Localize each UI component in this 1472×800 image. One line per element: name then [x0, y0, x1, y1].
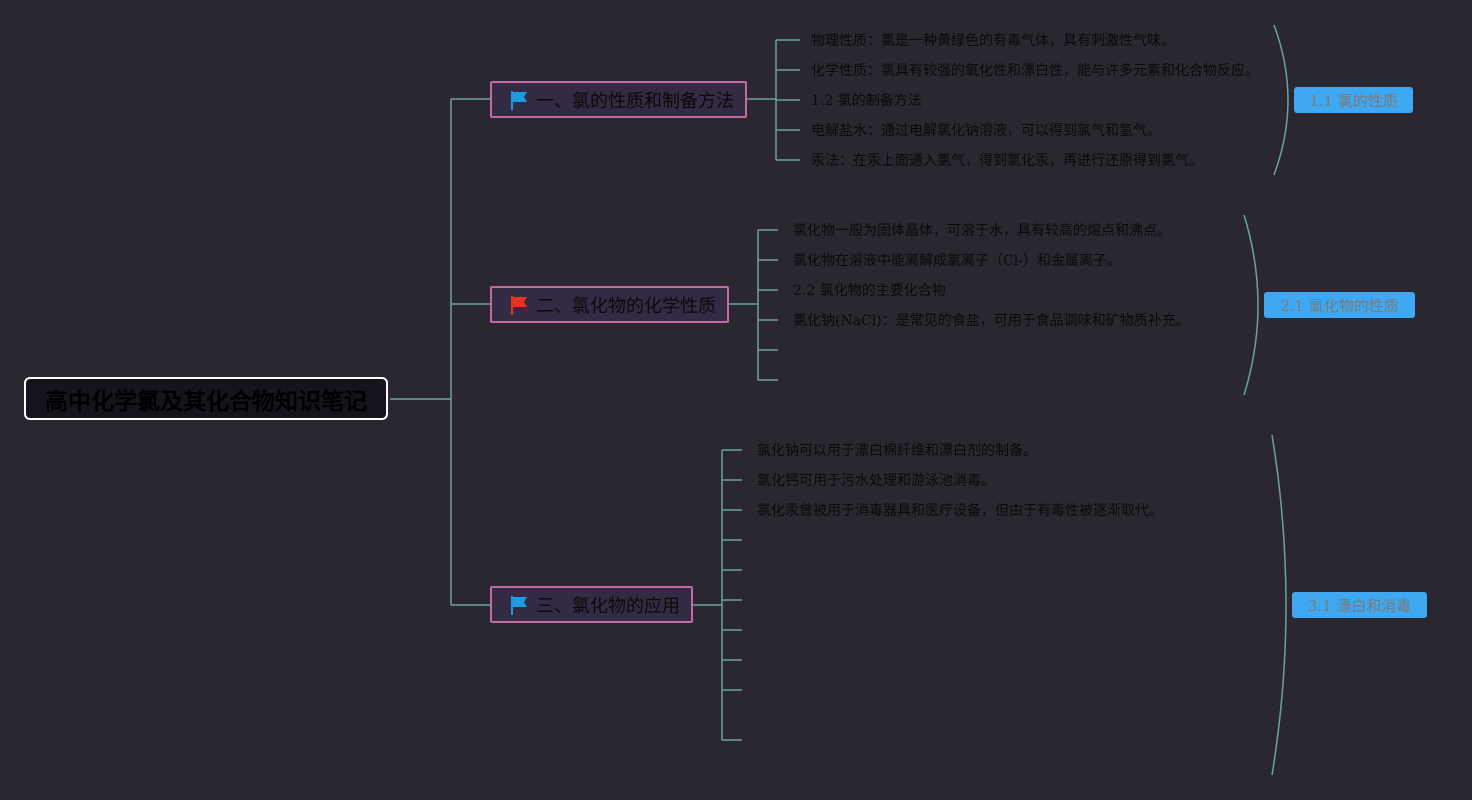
red-flag-icon — [511, 295, 527, 315]
branch-topic-1[interactable]: 一、氯的性质和制备方法 — [490, 81, 747, 118]
leaf-topic[interactable]: 2.2 氯化物的主要化合物 — [793, 283, 946, 299]
branch-topic-label: 一、氯的性质和制备方法 — [536, 90, 734, 112]
leaf-topic[interactable]: 氯化钠(NaCl)：是常见的食盐，可用于食品调味和矿物质补充。 — [793, 313, 1190, 329]
summary-tag-label: 3.1 漂白和消毒 — [1307, 596, 1412, 615]
summary-tag-label: 2.1 氯化物的性质 — [1280, 296, 1399, 315]
summary-brace — [1271, 434, 1287, 776]
summary-brace — [1273, 24, 1289, 176]
leaf-topic[interactable]: 氯化物一般为固体晶体，可溶于水，具有较高的熔点和沸点。 — [793, 223, 1171, 239]
branch-topic-2[interactable]: 二、氯化物的化学性质 — [490, 286, 729, 323]
leaf-topic[interactable]: 物理性质：氯是一种黄绿色的有毒气体，具有刺激性气味。 — [811, 33, 1175, 49]
blue-flag-icon — [511, 90, 527, 110]
leaf-topic[interactable]: 氯化物在溶液中能离解成氯离子（Cl-）和金属离子。 — [793, 253, 1121, 269]
summary-tag[interactable]: 3.1 漂白和消毒 — [1292, 592, 1427, 618]
leaf-topic[interactable]: 电解盐水：通过电解氯化钠溶液，可以得到氯气和氢气。 — [811, 123, 1161, 139]
summary-tag[interactable]: 1.1 氯的性质 — [1294, 87, 1413, 113]
root-topic-label: 高中化学氯及其化合物知识笔记 — [45, 388, 367, 415]
blue-flag-icon — [511, 595, 527, 615]
summary-tag[interactable]: 2.1 氯化物的性质 — [1264, 292, 1415, 318]
leaf-topic[interactable]: 氯化汞曾被用于消毒器具和医疗设备，但由于有毒性被逐渐取代。 — [757, 503, 1163, 519]
leaf-topic[interactable]: 1.2 氯的制备方法 — [811, 93, 922, 109]
leaf-topic[interactable]: 化学性质：氯具有较强的氧化性和漂白性，能与许多元素和化合物反应。 — [811, 63, 1259, 79]
leaf-topic[interactable]: 氯化钠可以用于漂白棉纤维和漂白剂的制备。 — [757, 443, 1037, 459]
branch-topic-3[interactable]: 三、氯化物的应用 — [490, 586, 693, 623]
summary-tag-label: 1.1 氯的性质 — [1309, 91, 1398, 110]
summary-brace — [1243, 214, 1259, 396]
leaf-topic[interactable]: 氯化钙可用于污水处理和游泳池消毒。 — [757, 473, 995, 489]
leaf-topic[interactable]: 汞法：在汞上面通入氯气，得到氯化汞，再进行还原得到氯气。 — [811, 153, 1203, 169]
branch-topic-label: 二、氯化物的化学性质 — [536, 295, 716, 317]
root-topic[interactable]: 高中化学氯及其化合物知识笔记 — [24, 377, 388, 420]
branch-topic-label: 三、氯化物的应用 — [536, 595, 680, 617]
